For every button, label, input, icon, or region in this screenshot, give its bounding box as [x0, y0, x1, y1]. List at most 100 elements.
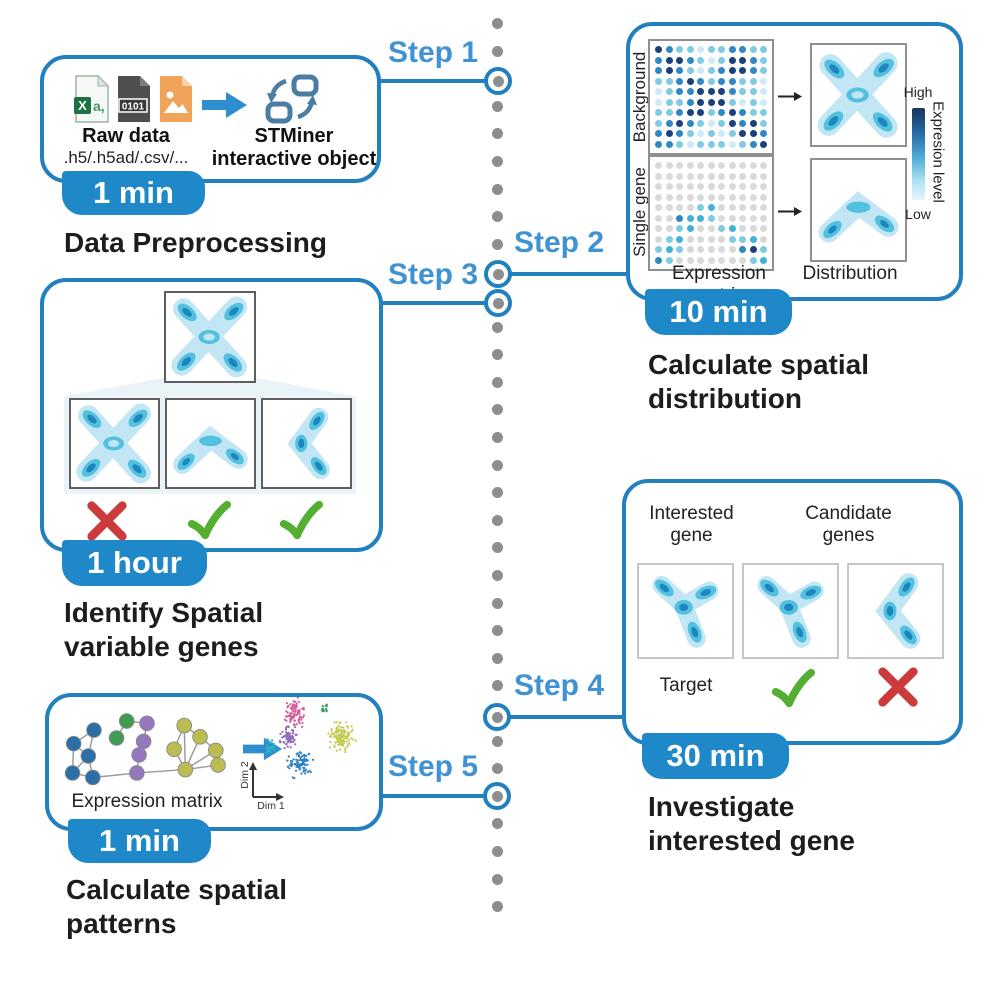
dim1-axis-label: Dim 1 [257, 800, 285, 812]
timeline-dot [492, 211, 503, 223]
distribution-title-line2: distribution [648, 383, 802, 414]
single-gene-distribution-panel [810, 158, 907, 262]
candidate-genes-label-line2: genes [822, 525, 875, 546]
scatter-axes [249, 762, 284, 801]
v-shape-distribution [167, 400, 254, 487]
network-node-blue [65, 735, 82, 752]
angle-shape-distribution [849, 565, 942, 657]
timeline-dot [492, 542, 503, 554]
step2-label: Step 2 [514, 226, 605, 259]
timeline-dot [492, 873, 503, 885]
identify-duration-badge: 1 hour [62, 540, 207, 586]
background-distribution-panel [810, 43, 907, 147]
check-mark-icon [769, 665, 815, 711]
timeline-dot [492, 487, 503, 499]
investigate-box: Interested gene Candidate genes Target [622, 479, 963, 745]
timeline-dot [492, 100, 503, 112]
interested-gene-label-line2: gene [670, 525, 713, 546]
patterns-box: Expression matrix Dim 2 Dim 1 [45, 693, 383, 831]
expression-colorbar [912, 108, 925, 200]
y-shape-distribution [744, 565, 837, 657]
timeline-dot [492, 156, 503, 167]
svg-text:a,: a, [93, 98, 105, 114]
timeline-node-step1 [484, 67, 512, 95]
timeline-node-step3 [484, 289, 512, 317]
patterns-duration-badge: 1 min [68, 819, 211, 863]
candidate-pattern-panel-1 [69, 398, 160, 489]
timeline-dot [492, 597, 503, 609]
network-node-yellow [177, 761, 194, 778]
candidate-gene-panel-2 [847, 563, 944, 659]
step5-label: Step 5 [387, 750, 478, 783]
investigate-title-line2: interested gene [648, 825, 855, 856]
candidate-pattern-panel-3 [261, 398, 352, 489]
target-label: Target [659, 675, 713, 696]
timeline-dot [492, 238, 503, 250]
image-file-icon [160, 76, 192, 122]
timeline-dot [492, 901, 503, 913]
cross-mark-icon [875, 663, 921, 709]
svg-text:0101: 0101 [122, 102, 145, 113]
timeline-dot [492, 432, 503, 443]
node-dot [491, 790, 503, 802]
identify-title-line2: variable genes [64, 631, 259, 662]
timeline-dot [492, 45, 503, 57]
node-dot [491, 711, 503, 723]
network-node-yellow [208, 742, 224, 759]
excel-file-icon: X a, [74, 75, 110, 123]
arrow-right-icon [202, 92, 247, 118]
angle-shape-distribution [263, 400, 350, 487]
timeline-dot [492, 404, 503, 416]
network-node-yellow [176, 717, 193, 734]
colorbar-low-label: Low [905, 206, 931, 222]
interested-gene-label-line1: Interested [649, 503, 734, 524]
candidate-genes-label-line1: Candidate [805, 503, 892, 524]
object-label-line2: interactive object [211, 148, 377, 170]
connector-step2 [498, 272, 626, 276]
step1-label: Step 1 [387, 36, 478, 69]
network-node-blue [86, 722, 102, 738]
distribution-duration-badge: 10 min [645, 289, 792, 335]
timeline-node-step5 [483, 782, 511, 810]
connector-step1 [370, 79, 498, 83]
network-node-blue [85, 769, 101, 786]
arrow-right-icon [778, 92, 802, 101]
gene-network-graph [64, 713, 226, 786]
raw-data-formats: .h5/.h5ad/.csv/... [63, 148, 189, 167]
arrow-right-icon [778, 207, 802, 216]
patterns-title-line2: patterns [66, 908, 177, 939]
interested-gene-panel [637, 563, 734, 659]
timeline-dot [492, 349, 503, 361]
candidate-pattern-panel-2 [165, 398, 256, 489]
timeline-dot [492, 459, 503, 471]
cluster-scatter-plot [265, 697, 357, 780]
network-node-purple [129, 765, 145, 781]
distribution-title-line1: Calculate spatial [648, 349, 869, 380]
object-label-line1: STMiner [254, 125, 334, 147]
timeline-dot [492, 846, 503, 857]
timeline-dot [492, 735, 503, 747]
background-expression-matrix [648, 39, 774, 155]
investigate-title: Investigate interested gene [648, 790, 855, 858]
investigate-title-line1: Investigate [648, 791, 795, 822]
network-node-blue [80, 748, 97, 764]
timeline-dot [492, 183, 503, 195]
node-dot [492, 297, 504, 309]
timeline-dot [492, 321, 503, 333]
preprocessing-duration-badge: 1 min [62, 171, 205, 215]
timeline-dot [492, 570, 503, 581]
distribution-title: Calculate spatial distribution [648, 348, 869, 416]
reference-pattern-panel [164, 291, 256, 383]
connector-step3 [374, 301, 498, 305]
svg-text:X: X [78, 98, 87, 113]
timeline-dot [492, 376, 503, 388]
single-gene-row-label: Single gene [630, 167, 649, 257]
timeline-dot [492, 514, 503, 526]
interactive-object-icon [265, 74, 319, 124]
connector-step4 [497, 715, 622, 719]
network-node-yellow [192, 729, 208, 745]
colorbar-high-label: High [903, 84, 933, 100]
step3-label: Step 3 [387, 258, 478, 291]
check-mark-icon [185, 497, 231, 543]
